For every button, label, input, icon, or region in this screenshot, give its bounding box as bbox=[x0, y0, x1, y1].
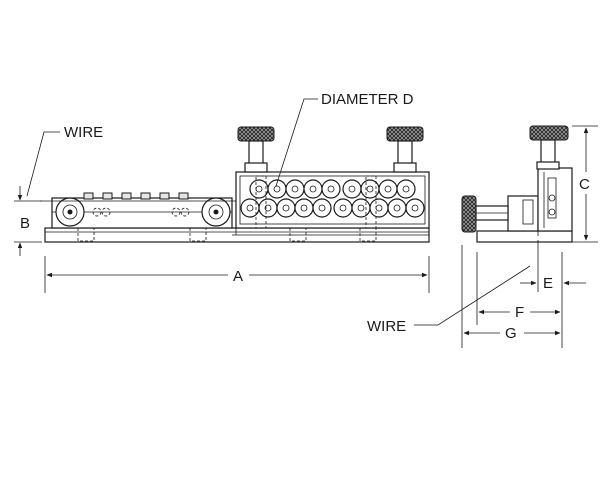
label-wire-top: WIRE bbox=[64, 124, 103, 141]
guide-wheel-right bbox=[201, 197, 231, 227]
adjust-knob-right bbox=[386, 126, 424, 173]
label-dim-g: G bbox=[505, 325, 517, 342]
label-diameter-d: DIAMETER D bbox=[321, 91, 414, 108]
label-dim-c: C bbox=[579, 176, 590, 193]
side-view bbox=[461, 125, 573, 243]
label-dim-e: E bbox=[543, 275, 553, 292]
guide-wheel-left bbox=[55, 197, 85, 227]
label-dim-f: F bbox=[515, 304, 524, 321]
rail-bolts bbox=[83, 192, 189, 200]
label-wire-bottom: WIRE bbox=[367, 318, 406, 335]
front-view bbox=[40, 126, 430, 243]
lower-rollers bbox=[240, 198, 425, 218]
side-base bbox=[476, 230, 573, 243]
label-dim-b: B bbox=[20, 215, 30, 232]
adjust-knob-left bbox=[237, 126, 275, 173]
leaders bbox=[26, 98, 531, 326]
upper-rollers bbox=[249, 179, 416, 199]
dimensions bbox=[14, 125, 598, 348]
label-dim-a: A bbox=[233, 268, 243, 285]
